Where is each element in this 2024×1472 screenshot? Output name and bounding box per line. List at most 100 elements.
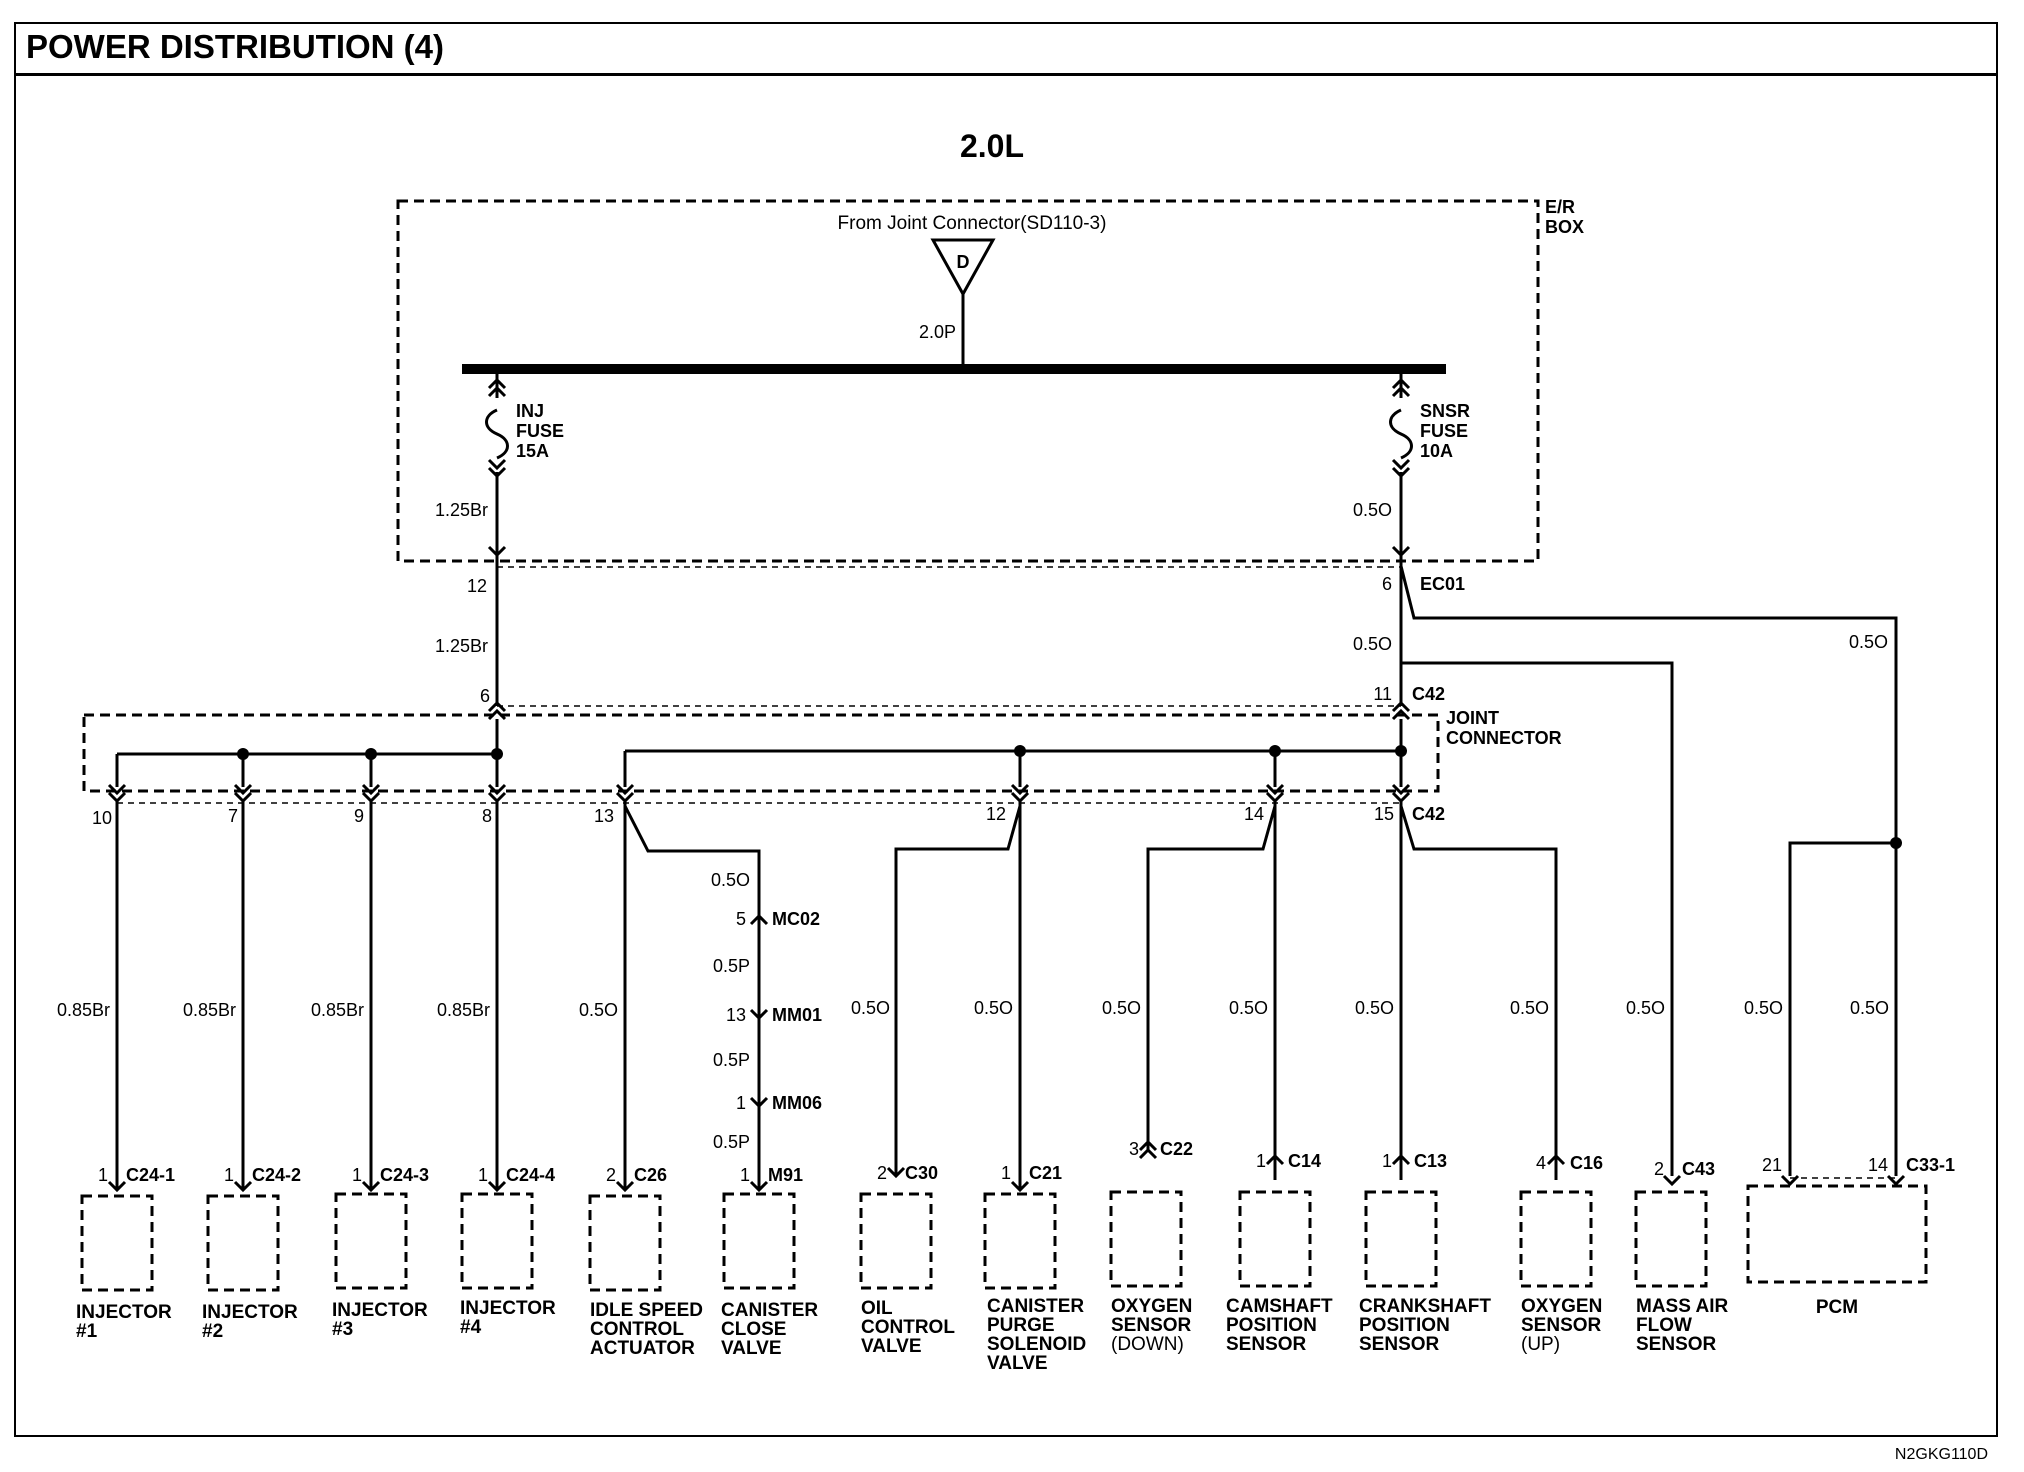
- injector-4-name-1: INJECTOR: [460, 1298, 556, 1319]
- snsr-fuse-rating: 10A: [1420, 441, 1453, 461]
- pin-isca: 2: [606, 1165, 616, 1185]
- wire-label-pcm-right: 0.5O: [1850, 998, 1889, 1018]
- wire-label-cmp: 0.5O: [1229, 998, 1268, 1018]
- wire-label-ocv: 0.5O: [851, 998, 890, 1018]
- injector-2-name-1: INJECTOR: [202, 1302, 298, 1323]
- title-bar: POWER DISTRIBUTION (4): [14, 22, 1998, 76]
- jc-connector-top: C42: [1412, 684, 1445, 704]
- injector-3-name-1: INJECTOR: [332, 1300, 428, 1321]
- o2-up-name-1: OXYGEN: [1521, 1296, 1602, 1317]
- splice-dot-inj4: [491, 748, 503, 760]
- wire-label-maf: 0.5O: [1626, 998, 1665, 1018]
- jc-in-right-terminal: [1391, 700, 1411, 721]
- cpsv-name-3: SOLENOID: [987, 1334, 1086, 1355]
- maf-feed-wire: [1401, 661, 1674, 1176]
- injector-4-box: [460, 1192, 534, 1290]
- jc-in-pin-left: 6: [480, 686, 490, 706]
- chain-wire-1: 0.5O: [711, 870, 750, 890]
- snsr-fuse-name-2: FUSE: [1420, 421, 1468, 441]
- pin-ocv: 2: [877, 1163, 887, 1183]
- o2-down-name-3: (DOWN): [1111, 1334, 1184, 1355]
- connector-injector-1: C24-1: [126, 1165, 175, 1185]
- connector-cmp: C14: [1288, 1151, 1321, 1171]
- jc-out-pin-6: 12: [986, 804, 1006, 824]
- jc-out-pin-7: 14: [1244, 804, 1264, 824]
- injector-1-name-1: INJECTOR: [76, 1302, 172, 1323]
- ocv-box: [859, 1192, 933, 1290]
- ccv-name-3: VALVE: [721, 1338, 782, 1359]
- injector-1-box: [80, 1194, 154, 1292]
- injector-3-name-2: #3: [332, 1319, 353, 1340]
- ccv-name-2: CLOSE: [721, 1319, 786, 1340]
- pin-ckp: 1: [1382, 1151, 1392, 1171]
- wire-label-injector-3: 0.85Br: [311, 1000, 364, 1020]
- chain-wire-4: 0.5P: [713, 1132, 750, 1152]
- source-connector-symbol: [930, 238, 996, 298]
- wire-label-injector-4: 0.85Br: [437, 1000, 490, 1020]
- wire-label-o2-up: 0.5O: [1510, 998, 1549, 1018]
- component-terminals: [107, 1139, 1906, 1193]
- pcm-name: PCM: [1816, 1297, 1858, 1318]
- connector-o2-up: C16: [1570, 1153, 1603, 1173]
- jc-out-pin-3: 9: [354, 806, 364, 826]
- maf-name-2: FLOW: [1636, 1315, 1692, 1336]
- pin-o2-up: 4: [1536, 1153, 1546, 1173]
- wire-label-cpsv: 0.5O: [974, 998, 1013, 1018]
- splice-dot-ckp: [1395, 745, 1407, 757]
- cmp-name-2: POSITION: [1226, 1315, 1317, 1336]
- ec01-pin-right: 6: [1382, 574, 1392, 594]
- isca-name-3: ACTUATOR: [590, 1338, 695, 1359]
- jc-out-pin-1: 10: [92, 808, 112, 828]
- splice-dot-cmp: [1269, 745, 1281, 757]
- injector-4-name-2: #4: [460, 1317, 482, 1338]
- chain-pin-1: 5: [736, 909, 746, 929]
- o2-up-box: [1519, 1190, 1593, 1288]
- engine-label: 2.0L: [960, 128, 1024, 164]
- pin-injector-2: 1: [224, 1165, 234, 1185]
- pin-maf: 2: [1654, 1159, 1664, 1179]
- splice-dot-inj3: [365, 748, 377, 760]
- o2-down-name-2: SENSOR: [1111, 1315, 1192, 1336]
- inj-feed-wire-label: 1.25Br: [435, 636, 488, 656]
- pin-cmp: 1: [1256, 1151, 1266, 1171]
- ckp-name-1: CRANKSHAFT: [1359, 1296, 1491, 1317]
- jc-out-pin-5: 13: [594, 806, 614, 826]
- connector-ccv: M91: [768, 1165, 803, 1185]
- splice-dot-inj2: [237, 748, 249, 760]
- pcm-feed-wire-label: 0.5O: [1849, 632, 1888, 652]
- connector-injector-2: C24-2: [252, 1165, 301, 1185]
- connector-maf: C43: [1682, 1159, 1715, 1179]
- chain-pin-2: 13: [726, 1005, 746, 1025]
- page-title: POWER DISTRIBUTION (4): [26, 28, 444, 65]
- connector-ckp: C13: [1414, 1151, 1447, 1171]
- injector-1-name-2: #1: [76, 1321, 98, 1342]
- connector-ocv: C30: [905, 1163, 938, 1183]
- jc-out-pin-2: 7: [228, 806, 238, 826]
- chain-connector-2: MM01: [772, 1005, 822, 1025]
- diagram-frame: [14, 22, 1998, 1437]
- pin-o2-down: 3: [1129, 1139, 1139, 1159]
- cmp-box: [1238, 1190, 1312, 1288]
- isca-name-1: IDLE SPEED: [590, 1300, 703, 1321]
- chain-pin-3: 1: [736, 1093, 746, 1113]
- er-box-label-line2: BOX: [1545, 217, 1584, 237]
- jc-in-left-terminal: [487, 700, 507, 721]
- splice-dot-pcm: [1890, 837, 1902, 849]
- inj-fuse-name-2: FUSE: [516, 421, 564, 441]
- branch-wires: [115, 801, 1898, 1190]
- pcm-connector: C33-1: [1906, 1155, 1955, 1175]
- jc-out-pin-8: 15: [1374, 804, 1394, 824]
- chain-connector-1: MC02: [772, 909, 820, 929]
- injector-2-box: [206, 1194, 280, 1292]
- wire-label-injector-2: 0.85Br: [183, 1000, 236, 1020]
- o2-up-name-3: (UP): [1521, 1334, 1560, 1355]
- cpsv-name-2: PURGE: [987, 1315, 1055, 1336]
- ec01-label: EC01: [1420, 574, 1465, 594]
- source-connector-letter: D: [957, 252, 970, 272]
- jc-connector-bottom: C42: [1412, 804, 1445, 824]
- snsr-fuse-name-1: SNSR: [1420, 401, 1470, 421]
- jc-out-pin-4: 8: [482, 806, 492, 826]
- pin-injector-3: 1: [352, 1165, 362, 1185]
- ccv-box: [722, 1192, 796, 1290]
